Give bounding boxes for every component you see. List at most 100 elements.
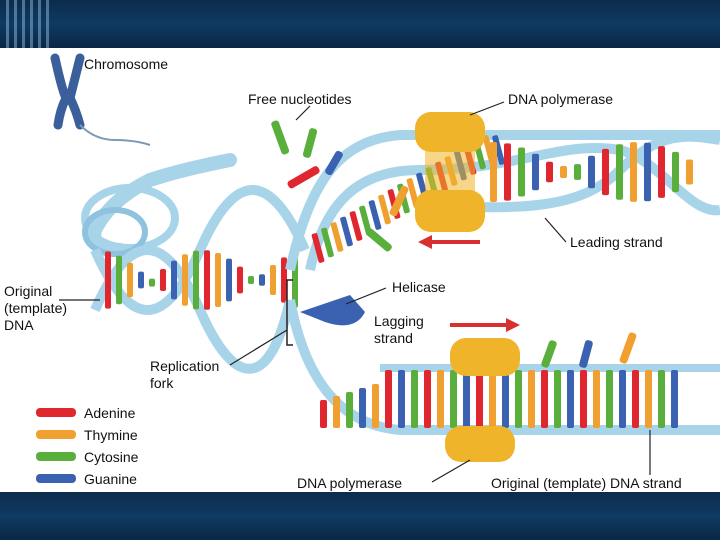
base-pair — [385, 370, 392, 428]
base-pair — [171, 260, 177, 300]
template-dna-helix — [90, 185, 310, 374]
label-template-strand: Original (template) DNA strand — [491, 475, 682, 491]
base-pair — [532, 153, 539, 191]
dna-polymerase-bottom — [445, 338, 520, 462]
helicase-icon — [300, 295, 365, 326]
label-leading-strand: Leading strand — [570, 234, 663, 250]
base-pair — [504, 143, 511, 201]
base-pair — [567, 370, 574, 428]
label-dna-polymerase-top: DNA polymerase — [508, 91, 613, 107]
label-chromosome: Chromosome — [84, 56, 168, 72]
base-pair — [560, 166, 567, 178]
base-pair — [372, 384, 379, 428]
base-pair — [476, 370, 483, 428]
footer-banner — [0, 492, 720, 540]
base-pair — [616, 144, 623, 200]
legend-swatch — [36, 430, 76, 439]
dna-replication-diagram: Chromosome Free nucleotides DNA polymera… — [4, 53, 720, 491]
base-pair — [502, 370, 509, 428]
base-pair — [160, 269, 166, 291]
lagging-direction-arrow — [450, 318, 520, 332]
base-pair — [489, 370, 496, 428]
base-pair — [398, 370, 405, 428]
base-pair — [320, 400, 327, 428]
replication-fork-bracket — [286, 279, 293, 346]
base-pair — [515, 370, 522, 428]
legend-label: Adenine — [84, 405, 136, 421]
legend-label: Thymine — [84, 427, 138, 443]
base-pair — [463, 370, 470, 428]
base-pair — [138, 271, 144, 289]
base-pair — [359, 205, 372, 236]
base-pair — [658, 146, 665, 198]
base-pair — [237, 266, 243, 294]
base-pair — [259, 274, 265, 286]
base-pair — [359, 388, 366, 428]
legend-swatch — [36, 474, 76, 483]
base-pair — [541, 370, 548, 428]
base-pair — [193, 250, 199, 310]
base-pair — [619, 370, 626, 428]
free-nucleotides-icon — [271, 120, 637, 368]
base-pair — [149, 278, 155, 287]
base-pair — [490, 142, 497, 202]
dna-banner-decoration — [0, 0, 60, 48]
label-lagging-strand-line2: strand — [374, 330, 413, 346]
base-pair — [632, 370, 639, 428]
base-pair — [644, 142, 651, 202]
chromosome-icon — [50, 53, 151, 146]
base-pair — [215, 252, 221, 308]
base-pair — [450, 370, 457, 428]
base-pair — [182, 254, 188, 306]
base-pair — [311, 233, 325, 263]
base-pair — [321, 227, 334, 258]
base-pair — [588, 155, 595, 189]
base-pair — [346, 392, 353, 428]
label-original-line3: DNA — [4, 317, 34, 333]
base-pair — [574, 164, 581, 180]
base-pair — [671, 370, 678, 428]
base-pair — [226, 258, 232, 302]
dna-polymerase-top — [415, 112, 485, 232]
base-pair — [281, 257, 287, 303]
base-pair — [424, 370, 431, 428]
base-pair — [378, 194, 391, 225]
label-dna-polymerase-bottom: DNA polymerase — [297, 475, 402, 491]
diagram-area: Chromosome Free nucleotides DNA polymera… — [0, 48, 720, 492]
base-pair — [528, 370, 535, 428]
base-pair — [105, 251, 111, 309]
base-pair — [518, 147, 525, 197]
label-original-line1: Original — [4, 283, 52, 299]
base-pair — [593, 370, 600, 428]
base-pair — [672, 151, 679, 193]
base-pair — [204, 250, 210, 310]
base-pair — [602, 148, 609, 196]
base-pair — [645, 370, 652, 428]
label-original-line2: (template) — [4, 300, 67, 316]
base-pair — [330, 222, 344, 252]
base-pair — [658, 370, 665, 428]
base-pair — [554, 370, 561, 428]
base-pair — [437, 370, 444, 428]
base-pair — [340, 216, 353, 247]
base-pair — [630, 142, 637, 202]
base-pair — [333, 396, 340, 428]
legend-swatch — [36, 452, 76, 461]
legend-label: Cytosine — [84, 449, 139, 465]
base-pair — [127, 262, 133, 298]
label-replication-line1: Replication — [150, 358, 219, 374]
base-pair — [116, 255, 122, 305]
label-replication-line2: fork — [150, 375, 174, 391]
base-pair — [368, 200, 382, 230]
base-pair — [349, 211, 363, 241]
lower-strand — [285, 299, 720, 435]
label-helicase: Helicase — [392, 279, 446, 295]
coiled-dna-icon — [81, 153, 237, 257]
base-pair — [580, 370, 587, 428]
base-pair — [270, 265, 276, 295]
leader-lines — [59, 101, 651, 483]
base-pair — [606, 370, 613, 428]
label-lagging-strand-line1: Lagging — [374, 313, 424, 329]
base-pair — [686, 159, 693, 185]
